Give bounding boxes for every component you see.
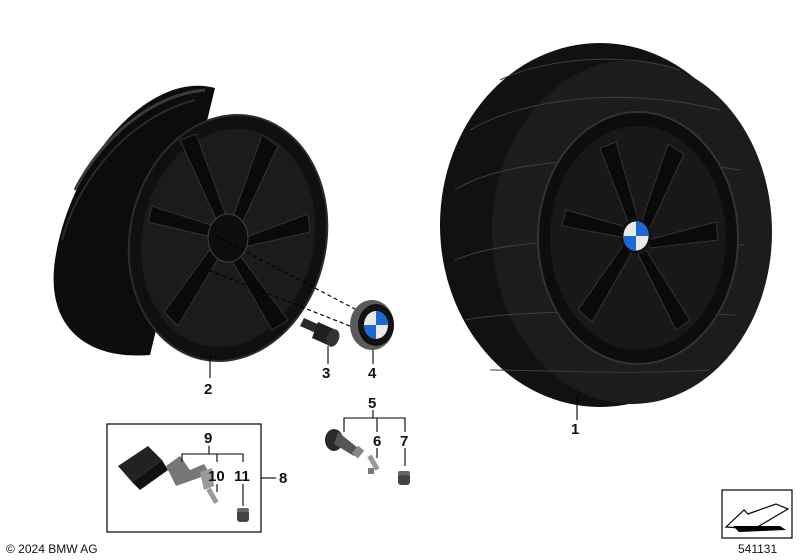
callout-2: 2 bbox=[204, 381, 213, 398]
arrow-symbol-icon bbox=[721, 489, 793, 539]
callout-3: 3 bbox=[322, 365, 331, 382]
callout-11: 11 bbox=[234, 468, 250, 485]
alloy-rim bbox=[53, 85, 329, 362]
assembly-dashed-lines bbox=[202, 235, 373, 331]
leader-lines bbox=[181, 346, 578, 506]
tire-valve bbox=[325, 429, 365, 459]
valve-insert bbox=[367, 454, 380, 474]
callout-4: 4 bbox=[368, 365, 377, 382]
callout-6: 6 bbox=[373, 433, 382, 450]
tpms-sensor bbox=[118, 446, 214, 490]
wheel-bolt bbox=[300, 318, 340, 347]
diagram-number: 541131 bbox=[738, 542, 778, 556]
callout-8: 8 bbox=[279, 470, 288, 487]
valve-cap bbox=[398, 471, 410, 485]
callout-7: 7 bbox=[400, 433, 409, 450]
tpms-valve-cap bbox=[237, 508, 249, 522]
complete-wheel-tire bbox=[440, 43, 772, 407]
tpms-valve-insert bbox=[206, 487, 219, 504]
callout-9: 9 bbox=[204, 430, 213, 447]
hub-cap-emblem bbox=[350, 300, 394, 350]
callout-1: 1 bbox=[571, 421, 580, 438]
callout-5: 5 bbox=[368, 395, 377, 412]
callout-10: 10 bbox=[208, 468, 225, 485]
copyright-notice: © 2024 BMW AG bbox=[6, 542, 98, 556]
